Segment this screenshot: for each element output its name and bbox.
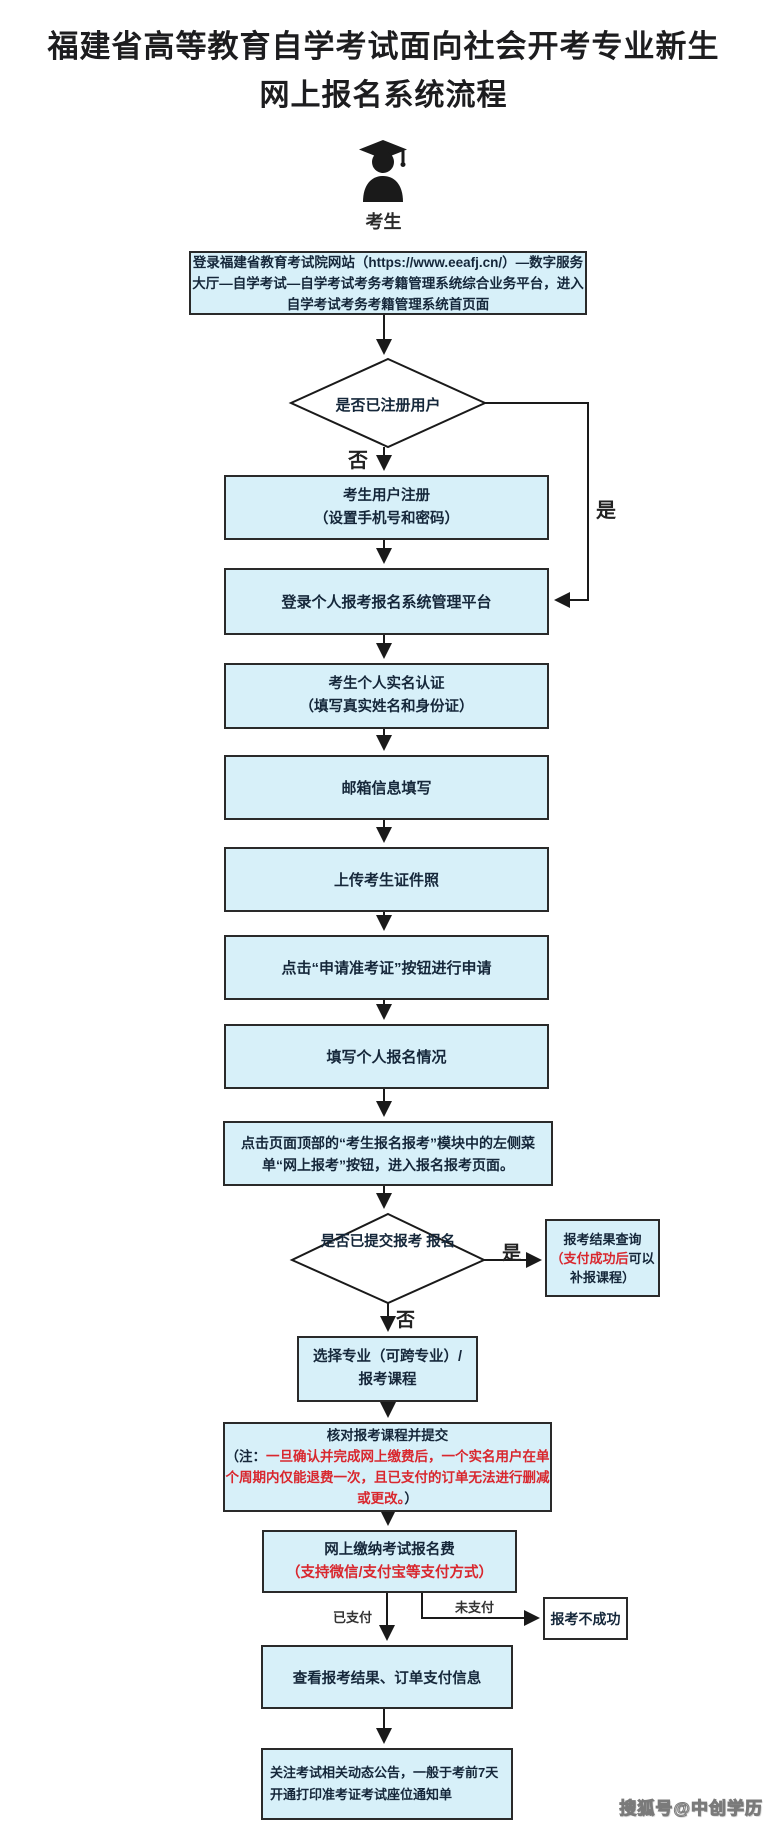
node-pay-online-line2: （支持微信/支付宝等支付方式） (285, 1564, 494, 1581)
node-follow-notice-line2: 开通打印准考证考试座位通知单 (270, 1787, 453, 1802)
node-follow-notice-line1: 关注考试相关动态公告，一般于考前7天 (270, 1765, 499, 1780)
node-register-user-line2: （设置手机号和密码） (314, 510, 459, 527)
node-check-and-submit: 核对报考课程并提交 （注：一旦确认并完成网上缴费后，一个实名用户在单 个周期内仅… (223, 1422, 552, 1512)
node-apply-ticket-line1: 点击“申请准考证”按钮进行申请 (281, 960, 492, 977)
node-register-fail-line1: 报考不成功 (550, 1610, 621, 1627)
node-result-query-line2: （支付成功后可以 (550, 1249, 654, 1268)
node-upload-photo-line1: 上传考生证件照 (333, 872, 439, 889)
node-realname-auth: 考生个人实名认证 （填写真实姓名和身份证） (224, 663, 549, 729)
page-title-line2: 网上报名系统流程 (259, 79, 508, 112)
node-register-fail: 报考不成功 (543, 1597, 628, 1640)
page-title: 福建省高等教育自学考试面向社会开考专业新生 网上报名系统流程 (0, 22, 767, 120)
node-email-info: 邮箱信息填写 (224, 755, 549, 820)
node-fill-personal-info: 填写个人报名情况 (224, 1024, 549, 1089)
node-realname-auth-line2: （填写真实姓名和身份证） (299, 699, 474, 715)
node-check-submit-note-line1: （注：一旦确认并完成网上缴费后，一个实名用户在单 (226, 1446, 550, 1467)
edge-label-no-1: 否 (348, 450, 368, 472)
node-result-query-line2-red: （支付成功后 (550, 1250, 629, 1266)
decision-submitted-question: 是否已提交报考 报名 (292, 1231, 484, 1253)
node-login-portal-line2: 大厅—自学考试—自学考试考务考籍管理系统综合业务平台，进入 (192, 275, 584, 291)
node-open-online-register: 点击页面顶部的“考生报名报考”模块中的左侧菜 单“网上报考”按钮，进入报名报考页… (223, 1121, 553, 1186)
node-result-query: 报考结果查询 （支付成功后可以 补报课程） (545, 1219, 660, 1297)
node-register-user: 考生用户注册 （设置手机号和密码） (224, 475, 549, 540)
node-pay-online-line1: 网上缴纳考试报名费 (324, 1541, 455, 1558)
sohu-watermark: 搜狐号@中创学历 (619, 1799, 763, 1819)
node-check-submit-note-line3: 或更改。） (357, 1488, 418, 1509)
note-red-part1: 一旦确认并完成网上缴费后，一个实名用户在单 (266, 1449, 550, 1464)
node-choose-major-line2: 报考课程 (358, 1372, 417, 1388)
node-result-query-line3: 补报课程） (569, 1269, 635, 1285)
page-title-line1: 福建省高等教育自学考试面向社会开考专业新生 (47, 29, 720, 64)
node-apply-admission-ticket: 点击“申请准考证”按钮进行申请 (224, 935, 549, 1000)
node-login-portal: 登录福建省教育考试院网站（https://www.eeafj.cn/）—数字服务… (189, 251, 587, 315)
actor-label: 考生 (365, 212, 402, 232)
node-view-results-line1: 查看报考结果、订单支付信息 (292, 1670, 482, 1687)
node-open-online-register-line2: 单“网上报考”按钮，进入报名报考页面。 (262, 1156, 514, 1173)
node-view-results: 查看报考结果、订单支付信息 (261, 1645, 513, 1709)
node-login-personal-line1: 登录个人报考报名系统管理平台 (281, 594, 492, 611)
node-result-query-line2-rest: 可以 (628, 1250, 655, 1266)
decision-registered-question: 是否已注册用户 (335, 397, 441, 414)
decision-submitted-line2: 报名 (426, 1234, 456, 1250)
node-open-online-register-line1: 点击页面顶部的“考生报名报考”模块中的左侧菜 (241, 1134, 535, 1151)
edge-label-unpaid: 未支付 (455, 1600, 495, 1615)
note-close-paren: ） (404, 1491, 418, 1506)
node-check-submit-line1: 核对报考课程并提交 (326, 1428, 449, 1443)
node-fill-info-line1: 填写个人报名情况 (326, 1049, 447, 1066)
node-login-personal-platform: 登录个人报考报名系统管理平台 (224, 568, 549, 635)
node-upload-photo: 上传考生证件照 (224, 847, 549, 912)
node-realname-auth-line1: 考生个人实名认证 (328, 676, 445, 692)
note-red-part2: 个周期内仅能退费一次，且已支付的订单无法进行删减 (225, 1470, 550, 1485)
decision-submitted-line1: 是否已提交报考 (320, 1234, 423, 1250)
edge-label-paid: 已支付 (333, 1610, 373, 1625)
node-login-portal-line3: 自学考试考务考籍管理系统首页面 (286, 296, 490, 312)
node-result-query-line1: 报考结果查询 (563, 1231, 642, 1247)
note-red-part3: 或更改。 (357, 1491, 405, 1506)
node-pay-online: 网上缴纳考试报名费 （支持微信/支付宝等支付方式） (262, 1530, 517, 1593)
edge-label-yes-2: 是 (502, 1243, 522, 1264)
edge-label-yes-1: 是 (596, 500, 616, 522)
graduate-student-icon (359, 140, 407, 202)
node-follow-notice: 关注考试相关动态公告，一般于考前7天 开通打印准考证考试座位通知单 (261, 1748, 513, 1820)
edge-label-no-2: 否 (396, 1310, 416, 1331)
node-login-portal-line1: 登录福建省教育考试院网站（https://www.eeafj.cn/）—数字服务 (192, 254, 584, 270)
node-email-info-line1: 邮箱信息填写 (341, 780, 432, 797)
node-choose-major: 选择专业（可跨专业）/ 报考课程 (297, 1336, 478, 1402)
node-choose-major-line1: 选择专业（可跨专业）/ (312, 1349, 463, 1365)
note-open-paren: （注： (225, 1449, 267, 1464)
node-register-user-line1: 考生用户注册 (343, 487, 430, 504)
